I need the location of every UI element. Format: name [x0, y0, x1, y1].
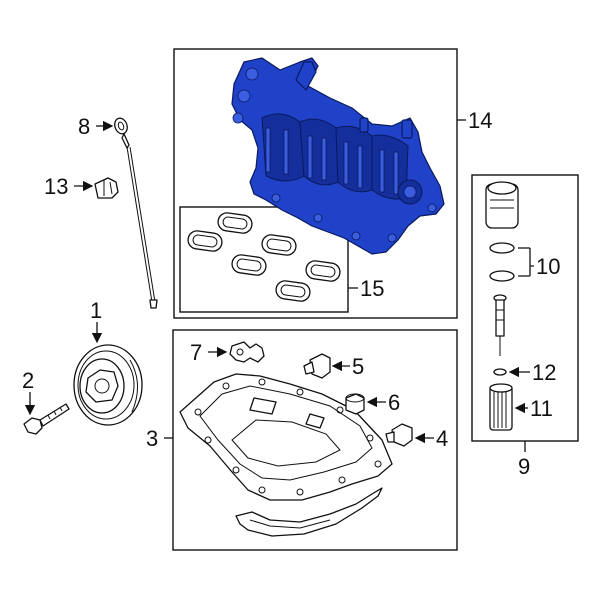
oil-pan[interactable]: [179, 373, 393, 501]
harness-bracket[interactable]: [229, 341, 265, 363]
intake-manifold-frame: [173, 48, 458, 319]
intake-manifold[interactable]: [231, 57, 445, 255]
oil-filter-cap[interactable]: [485, 181, 519, 229]
oil-level-sensor[interactable]: [303, 353, 331, 379]
small-o-ring[interactable]: [493, 368, 507, 376]
drain-plug[interactable]: [345, 393, 365, 415]
o-ring-lower[interactable]: [489, 270, 515, 282]
crankshaft-pulley[interactable]: [73, 344, 143, 426]
callout-11: 11: [530, 396, 553, 421]
callout-2: 2: [22, 368, 34, 393]
oil-pan-baffle[interactable]: [235, 487, 383, 537]
oil-dipstick[interactable]: [113, 116, 158, 309]
callout-12: 12: [532, 360, 556, 385]
callout-10: 10: [536, 254, 560, 279]
pulley-bolt[interactable]: [23, 403, 70, 435]
callout-8: 8: [78, 114, 90, 139]
callout-6: 6: [388, 390, 400, 415]
callout-4: 4: [436, 426, 448, 451]
callout-13: 13: [44, 174, 68, 199]
callout-5: 5: [352, 354, 364, 379]
oil-pan-plug[interactable]: [385, 423, 413, 447]
callout-7: 7: [190, 340, 202, 365]
dipstick-tube-clip[interactable]: [94, 177, 119, 199]
filter-center-tube[interactable]: [493, 294, 507, 356]
callout-1: 1: [90, 298, 102, 323]
oil-filter-element[interactable]: [489, 383, 513, 431]
callout-15: 15: [360, 276, 384, 301]
leader-10: [518, 247, 534, 277]
oil-pan-frame: [172, 329, 458, 551]
callout-14: 14: [468, 108, 492, 133]
gasket-subframe: [179, 206, 349, 313]
callout-3: 3: [146, 426, 158, 451]
callout-9: 9: [518, 454, 530, 479]
o-ring-upper[interactable]: [489, 242, 515, 254]
intake-gaskets[interactable]: [187, 212, 341, 303]
